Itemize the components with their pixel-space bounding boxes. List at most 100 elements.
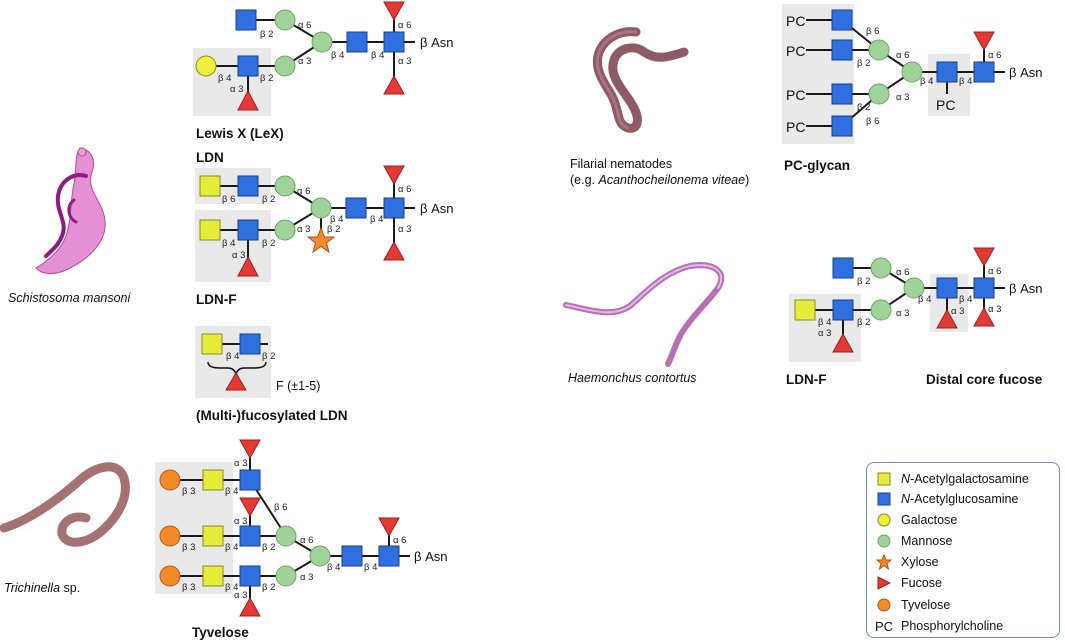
reducing-end-label: β Asn <box>420 35 454 50</box>
linkage-label: β 2 <box>857 317 870 328</box>
legend-row-glcnac: N-Acetylglucosamine <box>867 489 1018 509</box>
glcnac-square <box>237 55 259 77</box>
galnac-square <box>202 525 224 547</box>
mannose-circle <box>274 219 296 241</box>
glcnac-square <box>235 9 257 31</box>
legend-row-galactose: Galactose <box>867 510 957 530</box>
linkage-label: β 4 <box>918 294 931 305</box>
linkage-label: β 4 <box>959 76 972 87</box>
pc-label: PC <box>786 43 805 59</box>
reducing-end-label: β Asn <box>414 549 448 564</box>
linkage-label: β 2 <box>262 542 275 553</box>
glcnac-square <box>831 83 853 105</box>
mannose-circle <box>870 299 892 321</box>
fucose-triangle <box>383 165 405 186</box>
legend-label: Mannose <box>901 534 953 548</box>
mannose-circle <box>275 525 297 547</box>
galactose-circle-icon <box>867 513 901 527</box>
legend-label: Phosphorylcholine <box>901 619 1004 633</box>
linkage-label: β 6 <box>866 116 879 127</box>
glcnac-square <box>237 219 259 241</box>
galnac-square <box>202 469 224 491</box>
glcnac-square <box>378 545 400 567</box>
linkage-label: β 4 <box>330 214 343 225</box>
fucose-triangle <box>237 89 259 111</box>
linkage-label: α 3 <box>398 224 411 235</box>
fucose-triangle <box>383 74 405 95</box>
fucose-triangle-icon <box>867 576 901 590</box>
glcnac-square <box>973 277 995 299</box>
pc-label: PC <box>786 13 805 29</box>
galnac-square <box>202 565 224 587</box>
glcnac-square <box>341 545 363 567</box>
legend-row-mannose: Mannose <box>867 531 952 551</box>
tyvelose-circle <box>159 469 181 491</box>
linkage-label: α 3 <box>818 328 831 339</box>
trichinella-worm-illustration <box>0 462 130 547</box>
glycan-name-tyvelose: Tyvelose <box>192 625 249 640</box>
symbol-legend: N-Acetylgalactosamine N-Acetylglucosamin… <box>866 462 1060 638</box>
linkage-label: β 2 <box>260 73 273 84</box>
glcnac-square <box>832 257 854 279</box>
legend-label-italic: N <box>901 492 911 506</box>
mannose-circle <box>868 39 890 61</box>
galactose-circle <box>195 55 217 77</box>
pc-label: PC <box>936 97 955 113</box>
fucose-triangle <box>239 497 261 518</box>
linkage-label: α 3 <box>398 56 411 67</box>
legend-label: Galactose <box>901 513 958 527</box>
linkage-label: β 4 <box>327 562 340 573</box>
linkage-label: β 2 <box>857 276 870 287</box>
glycan-name-ldn-f-haemonchus: LDN-F <box>786 372 827 387</box>
linkage-label: β 6 <box>222 194 235 205</box>
fucose-triangle <box>378 517 400 538</box>
legend-row-galnac: N-Acetylgalactosamine <box>867 469 1029 489</box>
reducing-end-label: β Asn <box>1009 281 1043 296</box>
glcnac-square <box>832 299 854 321</box>
linkage-label: β 3 <box>182 542 195 553</box>
reducing-end-label: β Asn <box>420 201 454 216</box>
linkage-label: α 6 <box>298 20 311 31</box>
galnac-square <box>199 175 221 197</box>
linkage-label: β 4 <box>959 294 972 305</box>
linkage-label: α 3 <box>234 516 247 527</box>
linkage-label: β 2 <box>262 238 275 249</box>
fucose-triangle <box>832 332 854 353</box>
fucose-triangle <box>237 255 259 277</box>
legend-label: Tyvelose <box>901 598 951 612</box>
linkage-label: α 3 <box>896 308 909 319</box>
glcnac-square <box>973 61 995 83</box>
linkage-label: β 4 <box>225 486 238 497</box>
glcnac-square <box>345 197 367 219</box>
linkage-label: α 3 <box>234 458 247 469</box>
linkage-label: β 2 <box>327 224 340 235</box>
linkage-label: α 6 <box>896 50 909 61</box>
linkage-label: β 2 <box>857 58 870 69</box>
linkage-label: β 4 <box>218 73 231 84</box>
linkage-label: α 3 <box>298 56 311 67</box>
linkage-label: α 6 <box>988 50 1001 61</box>
glycan-tyvelose: β 3 β 4 α 3 β 3 β 4 α 3 β 2 β 3 β 4 β 2 … <box>155 439 448 617</box>
linkage-label: β 4 <box>364 562 377 573</box>
glcnac-square <box>239 565 261 587</box>
legend-label-italic: N <box>901 472 911 486</box>
linkage-label: α 3 <box>232 250 245 261</box>
mannose-circle <box>309 545 331 567</box>
linkage-label: β 4 <box>920 76 933 87</box>
reducing-end-label: β Asn <box>1009 65 1043 80</box>
mannose-circle-icon <box>867 534 901 548</box>
mannose-circle <box>870 257 892 279</box>
linkage-label: β 4 <box>225 582 238 593</box>
galnac-square-icon <box>867 472 901 486</box>
linkage-label: β 2 <box>262 582 275 593</box>
fucose-triangle <box>973 31 995 52</box>
filarial-worm-illustration <box>592 27 689 133</box>
legend-row-phosphorylcholine: PC Phosphorylcholine <box>867 616 1003 636</box>
linkage-label: β 4 <box>370 214 383 225</box>
linkage-label: β 3 <box>182 582 195 593</box>
mannose-circle <box>274 9 296 31</box>
linkage-label: α 3 <box>297 224 310 235</box>
linkage-label: α 6 <box>393 535 406 546</box>
linkage-label: β 3 <box>182 486 195 497</box>
glcnac-square <box>239 333 261 355</box>
